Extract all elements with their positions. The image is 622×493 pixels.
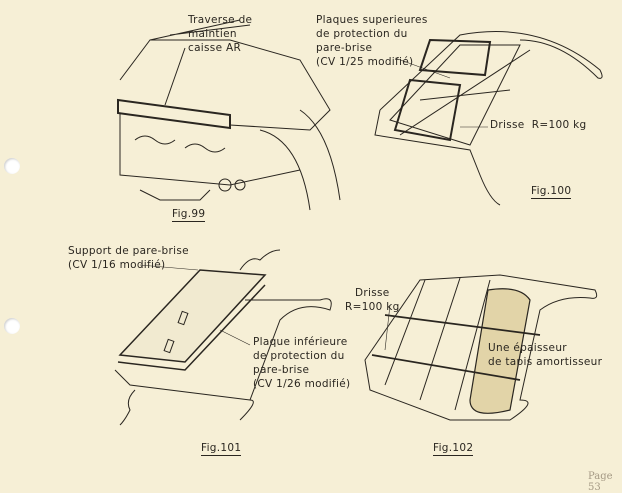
annotation-support-pare-brise: Support de pare-brise (CV 1/16 modifié) xyxy=(68,245,189,271)
fig-101-label: Fig.101 xyxy=(201,442,242,456)
annotation-plaque-inferieure: Plaque inférieure de protection du pare-… xyxy=(253,336,351,390)
fig100-drawing xyxy=(374,31,603,206)
fig-100-label: Fig.100 xyxy=(531,185,572,199)
annotation-tapis-amortisseur: Une épaisseur de tapis amortisseur xyxy=(488,342,603,368)
annotation-plaques-superieures: Plaques superieures de protection du par… xyxy=(316,14,428,68)
annotation-drisse-fig100: Drisse R=100 kg xyxy=(490,119,587,131)
annotation-traverse: Traverse de maintien caisse AR xyxy=(188,14,253,54)
binder-hole xyxy=(4,318,20,334)
fig-99-label: Fig.99 xyxy=(172,208,206,222)
binder-hole xyxy=(4,158,20,174)
page-number: Page 53 xyxy=(588,471,613,493)
fig99-drawing xyxy=(117,19,341,211)
fig102-drawing xyxy=(364,274,598,421)
annotation-drisse-fig102: Drisse R=100 kg xyxy=(345,287,400,313)
fig-102-label: Fig.102 xyxy=(433,442,474,456)
fig101-drawing xyxy=(114,249,332,426)
